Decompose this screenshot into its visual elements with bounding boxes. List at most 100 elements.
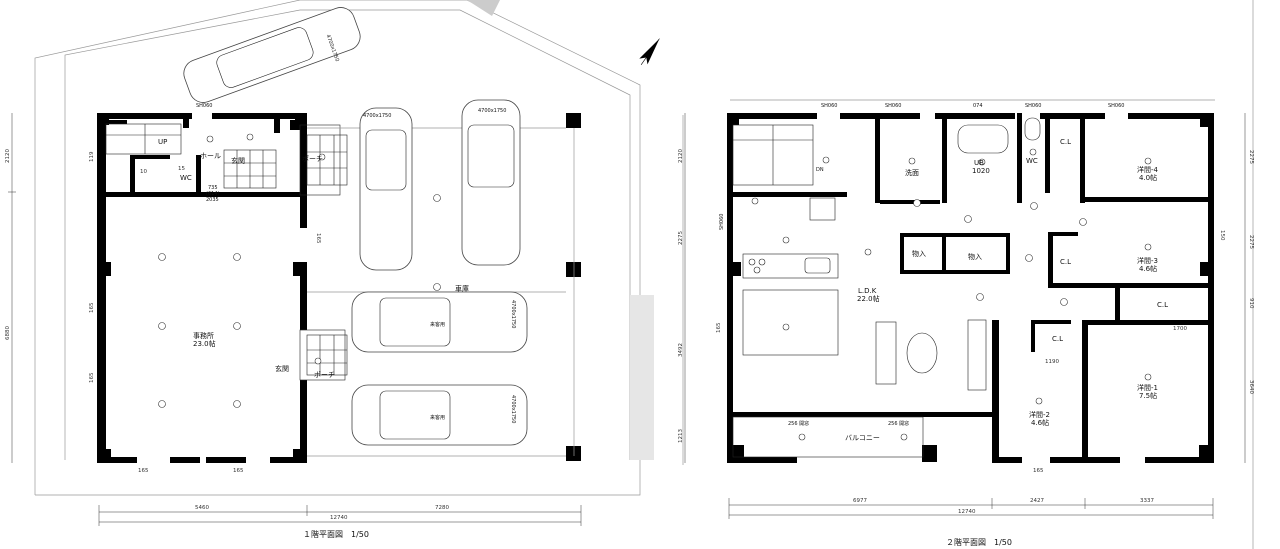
ceiling-lights-2f bbox=[751, 148, 1152, 441]
window-label: 256 開窓 bbox=[888, 420, 909, 427]
coffee-table bbox=[906, 332, 938, 374]
svg-text:150: 150 bbox=[1219, 230, 1225, 241]
ceiling-lights-1f bbox=[158, 133, 441, 408]
sofa bbox=[875, 321, 897, 385]
car-size-label: 4700x1750 bbox=[510, 395, 516, 423]
svg-text:165: 165 bbox=[89, 302, 95, 313]
entrance-label-2: 玄関 bbox=[275, 364, 289, 373]
stair-up-label: UP bbox=[158, 138, 167, 146]
closet-label: C.L bbox=[1157, 301, 1168, 309]
svg-text:165: 165 bbox=[138, 468, 149, 474]
svg-text:1213: 1213 bbox=[678, 429, 684, 443]
window-label: SH060 bbox=[196, 103, 212, 109]
door-label: 2035 bbox=[206, 197, 219, 203]
stair-down-label: DN bbox=[816, 167, 824, 173]
svg-text:2275: 2275 bbox=[678, 231, 684, 245]
svg-text:5460: 5460 bbox=[195, 505, 209, 511]
window-label: 256 開窓 bbox=[788, 420, 809, 427]
storage-label: 物入 bbox=[912, 249, 926, 258]
svg-text:119: 119 bbox=[89, 151, 95, 162]
wc-label: WC bbox=[180, 174, 192, 182]
hall-label: ホール bbox=[200, 152, 221, 160]
closet-label: C.L bbox=[1060, 138, 1071, 146]
wash-label: 洗面 bbox=[905, 168, 919, 177]
svg-text:2427: 2427 bbox=[1030, 498, 1044, 504]
site-boundary-inner bbox=[64, 9, 631, 460]
window-label: SH060 bbox=[719, 214, 725, 230]
ldk-label: L.D.K bbox=[858, 287, 877, 295]
pantry bbox=[809, 197, 836, 221]
car-a: 4700x1750 bbox=[359, 107, 413, 271]
tv-board bbox=[967, 319, 987, 391]
parking-label-main: 車庫 bbox=[455, 284, 469, 293]
window-label: SH060 bbox=[1108, 103, 1124, 109]
svg-text:910: 910 bbox=[1248, 298, 1254, 309]
svg-text:2120: 2120 bbox=[5, 149, 11, 163]
office-area-label: 23.0帖 bbox=[193, 339, 216, 348]
window-label: SH060 bbox=[885, 103, 901, 109]
svg-text:6977: 6977 bbox=[853, 498, 867, 504]
parking-label: 来客用 bbox=[430, 414, 445, 421]
car-c: 来客用 4700x1750 bbox=[351, 291, 528, 353]
parking-label: 来客用 bbox=[430, 321, 445, 328]
kitchen-counter bbox=[742, 253, 839, 279]
room-label: 洋間-3 bbox=[1137, 256, 1158, 265]
ldk-area-label: 22.0帖 bbox=[857, 294, 880, 303]
svg-text:1190: 1190 bbox=[1045, 359, 1059, 365]
room-area-label: 4.0帖 bbox=[1139, 173, 1157, 182]
car-size-label: 4700x1750 bbox=[478, 108, 506, 114]
door-label: (614) bbox=[206, 191, 219, 197]
room-label: 洋間-4 bbox=[1137, 165, 1159, 174]
svg-text:2275: 2275 bbox=[1248, 150, 1254, 164]
car-size-label: 4700x1750 bbox=[510, 300, 516, 328]
balcony-label: バルコニー bbox=[845, 434, 880, 442]
plan-1: 4700x1750 bbox=[5, 0, 660, 539]
svg-text:12740: 12740 bbox=[958, 509, 976, 515]
svg-text:2120: 2120 bbox=[678, 149, 684, 163]
storage-label: 物入 bbox=[968, 252, 982, 261]
car-b: 4700x1750 bbox=[461, 99, 521, 266]
dimensions-1f: 2120 6880 119 165 165 165 165 165 10 15 … bbox=[5, 113, 582, 526]
plan-1-title: １階平面図 1/50 bbox=[303, 529, 369, 539]
entrance-label: 玄関 bbox=[231, 156, 245, 165]
svg-text:6880: 6880 bbox=[5, 326, 11, 340]
svg-text:12740: 12740 bbox=[330, 515, 348, 521]
north-arrow-icon bbox=[639, 38, 660, 66]
ub-size-label: 1020 bbox=[972, 167, 990, 175]
bathtub bbox=[957, 124, 1009, 154]
porch-bottom-area bbox=[299, 329, 346, 381]
svg-text:15: 15 bbox=[178, 166, 185, 172]
car-top: 4700x1750 bbox=[183, 7, 361, 103]
closet-label: C.L bbox=[1060, 258, 1071, 266]
site-boundary bbox=[34, 0, 641, 496]
room-area-label: 4.6帖 bbox=[1139, 264, 1157, 273]
svg-text:2275: 2275 bbox=[1248, 235, 1254, 249]
room-area-label: 7.5帖 bbox=[1139, 391, 1157, 400]
closet-label: C.L bbox=[1052, 335, 1063, 343]
wc-label: WC bbox=[1026, 157, 1038, 165]
site-corner-hatch bbox=[467, 0, 500, 16]
ub-label: UB bbox=[974, 159, 984, 167]
sink bbox=[804, 257, 831, 274]
window-label: SH060 bbox=[1025, 103, 1041, 109]
room-label: 洋間-2 bbox=[1029, 410, 1050, 419]
svg-text:165: 165 bbox=[1033, 468, 1044, 474]
building-walls-1f bbox=[97, 113, 581, 463]
balcony-area bbox=[732, 416, 924, 458]
boundary-strip bbox=[630, 295, 654, 460]
dining-table bbox=[742, 289, 839, 356]
toilet-2f bbox=[1024, 117, 1041, 141]
window-label: 074 bbox=[973, 103, 983, 109]
svg-text:165: 165 bbox=[89, 372, 95, 383]
room-label: 洋間-1 bbox=[1137, 383, 1158, 392]
stair-area bbox=[105, 123, 182, 155]
plan-2: SH060 SH060 074 SH060 SH060 SH060 256 開窓… bbox=[678, 0, 1254, 549]
svg-text:7280: 7280 bbox=[435, 505, 449, 511]
svg-text:3337: 3337 bbox=[1140, 498, 1154, 504]
porch-top-area bbox=[299, 124, 341, 196]
plan-2-title: ２階平面図 1/50 bbox=[946, 537, 1012, 547]
svg-text:165: 165 bbox=[315, 233, 321, 244]
porch-label-2: ポーチ bbox=[314, 371, 335, 379]
svg-text:3492: 3492 bbox=[678, 343, 684, 357]
